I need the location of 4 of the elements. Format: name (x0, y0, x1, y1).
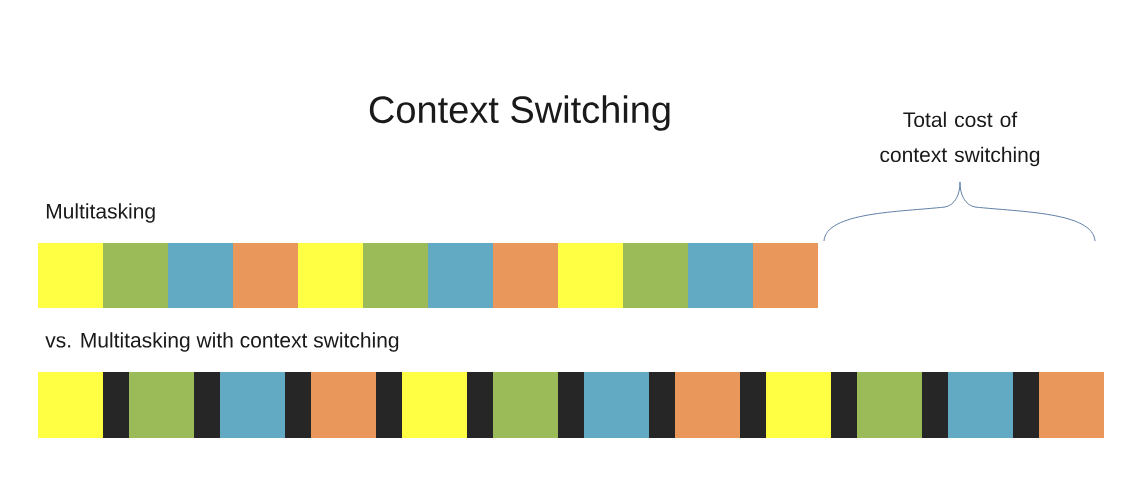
row-label: Multitasking (46, 203, 155, 223)
callout-text: Total cost of context switching (880, 111, 1040, 167)
title: Context Switching (369, 95, 670, 131)
row-label: vs. Multitasking with context switching (45, 332, 399, 352)
